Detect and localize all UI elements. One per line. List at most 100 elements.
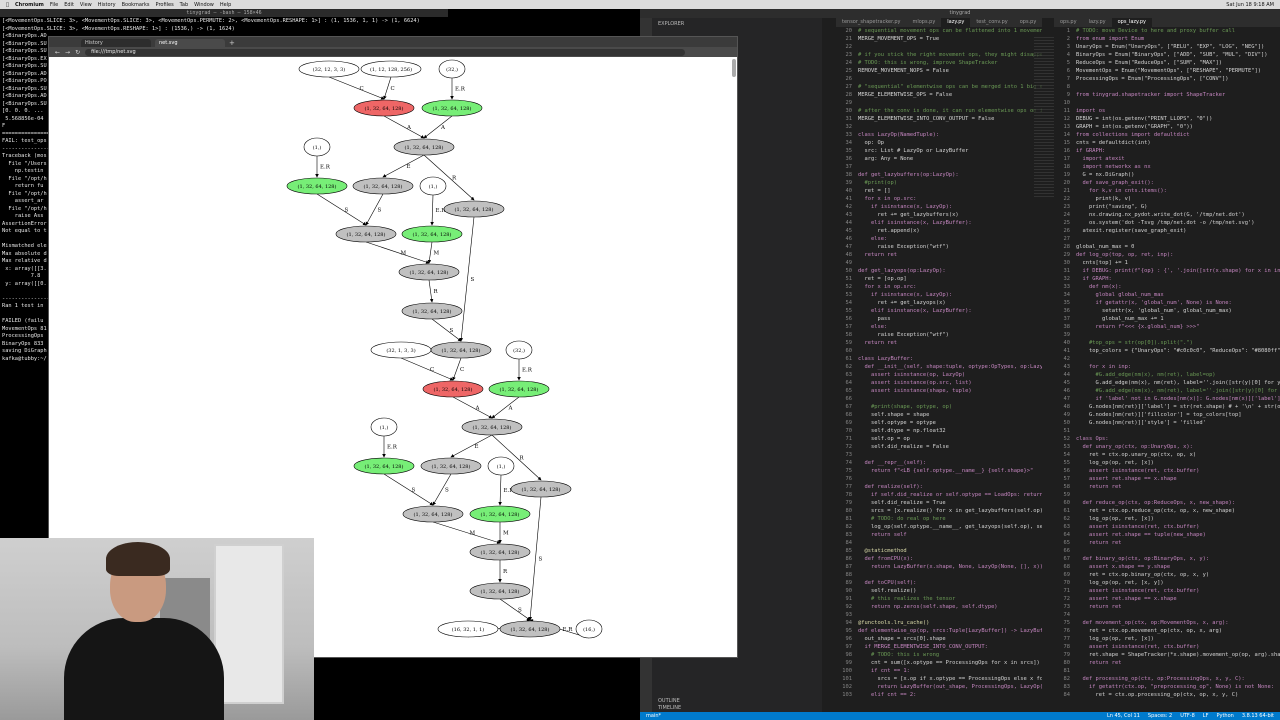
graph-node: (1, 32, 64, 128) bbox=[510, 480, 572, 498]
encoding-status[interactable]: UTF-8 bbox=[1180, 713, 1195, 719]
code-line: 97 if MERGE_ELEMENTWISE_INTO_CONV_OUTPUT… bbox=[836, 643, 1042, 651]
menu-item-tab[interactable]: Tab bbox=[176, 1, 188, 8]
graph-node-label: (32,) bbox=[513, 347, 525, 354]
editor-tab-active[interactable]: ops_lazy.py bbox=[1111, 18, 1152, 27]
line-number: 23 bbox=[845, 52, 853, 58]
code-text: def toCPU(self): bbox=[858, 580, 917, 586]
line-number: 60 bbox=[1063, 500, 1071, 506]
terminal-line: FAILED (failu bbox=[2, 318, 44, 324]
line-number: 58 bbox=[1063, 484, 1071, 490]
terminal-line: ProcessingOps bbox=[2, 333, 44, 339]
code-line: 100 if cnt == 1: bbox=[836, 667, 1042, 675]
line-number: 22 bbox=[1063, 196, 1071, 202]
menu-item-history[interactable]: History bbox=[94, 1, 116, 8]
line-number: 76 bbox=[1063, 628, 1071, 634]
menu-item-file[interactable]: File bbox=[46, 1, 58, 8]
terminal-line: Not equal to t bbox=[2, 228, 47, 234]
graph-node-label: (1, 32, 64, 128) bbox=[473, 424, 512, 431]
line-number: 69 bbox=[1063, 572, 1071, 578]
code-text: self.optype = optype bbox=[858, 420, 936, 426]
editor-tab[interactable]: tensor_shapetracker.py bbox=[842, 19, 901, 25]
code-editor-ops[interactable]: 1# TODO: move Device to here and proxy b… bbox=[1054, 27, 1280, 712]
code-text: return np.zeros(self.shape, self.dtype) bbox=[858, 604, 998, 610]
menu-item-edit[interactable]: Edit bbox=[61, 1, 74, 8]
graph-node-shape bbox=[401, 225, 463, 243]
minimap[interactable] bbox=[1034, 37, 1054, 197]
code-line: 73 return ret bbox=[1054, 603, 1280, 611]
browser-tab-history[interactable]: History bbox=[81, 39, 151, 47]
editor-tab[interactable]: test_conv.py bbox=[976, 19, 1008, 25]
line-number: 47 bbox=[1063, 396, 1071, 402]
edge-label: A bbox=[508, 406, 514, 412]
graph-node: (32, 12, 3, 3) bbox=[298, 60, 360, 78]
editor-tab[interactable]: ops.py bbox=[1060, 19, 1077, 25]
line-number: 53 bbox=[845, 292, 853, 298]
code-line: 82 def processing_op(ctx, op:ProcessingO… bbox=[1054, 675, 1280, 683]
line-number: 62 bbox=[1063, 516, 1071, 522]
editor-tab-active[interactable]: lazy.py bbox=[941, 18, 971, 27]
line-number: 27 bbox=[1063, 236, 1071, 242]
menu-app-name[interactable]: Chromium bbox=[12, 1, 44, 8]
line-number: 36 bbox=[1063, 308, 1071, 314]
code-text: ReduceOps = Enum("ReduceOps", ["SUM", "M… bbox=[1076, 60, 1223, 66]
outline-header[interactable]: OUTLINE bbox=[658, 698, 680, 704]
menu-item-help[interactable]: Help bbox=[216, 1, 231, 8]
line-number: 31 bbox=[845, 116, 853, 122]
timeline-header[interactable]: TIMELINE bbox=[658, 705, 682, 711]
editor-tabs-right: ops.py lazy.py ops_lazy.py bbox=[1054, 18, 1280, 27]
code-text: import atexit bbox=[1076, 156, 1125, 162]
outline-panel[interactable]: OUTLINE TIMELINE bbox=[652, 698, 822, 712]
editor-tab[interactable]: ops.py bbox=[1019, 19, 1037, 25]
code-text: else: bbox=[858, 324, 888, 330]
code-text: elif cnt == 2: bbox=[858, 692, 917, 698]
code-editor-lazy[interactable]: 20# sequential movement ops can be flatt… bbox=[836, 27, 1042, 712]
back-icon[interactable]: ← bbox=[55, 48, 61, 56]
menubar-clock[interactable]: Sat Jun 18 9:18 AM bbox=[1226, 1, 1274, 8]
line-number: 45 bbox=[845, 228, 853, 234]
background-door bbox=[214, 544, 284, 704]
terminal-line: Max absolute d bbox=[2, 250, 47, 257]
line-number: 14 bbox=[1063, 132, 1071, 138]
language-mode[interactable]: Python bbox=[1216, 713, 1234, 719]
code-text: class Ops: bbox=[1076, 436, 1109, 442]
line-number: 103 bbox=[842, 692, 852, 698]
line-number: 41 bbox=[845, 196, 853, 202]
apple-icon[interactable]:  bbox=[6, 2, 9, 8]
code-text: top_colors = {"UnaryOps": "#c0c0c0", "Re… bbox=[1076, 348, 1280, 354]
code-line: 77 log_op(op, ret, [x]) bbox=[1054, 635, 1280, 643]
menu-item-view[interactable]: View bbox=[76, 1, 92, 8]
code-line: 66 bbox=[1054, 547, 1280, 555]
cursor-position[interactable]: Ln 45, Col 11 bbox=[1106, 713, 1140, 719]
forward-icon[interactable]: → bbox=[65, 48, 71, 56]
scrollbar-thumb[interactable] bbox=[732, 59, 736, 77]
graph-edge bbox=[423, 115, 453, 139]
eol-status[interactable]: LF bbox=[1202, 713, 1209, 719]
code-line: 81 # TODO: do real op here bbox=[836, 515, 1042, 523]
git-branch-status[interactable]: main* bbox=[646, 713, 661, 719]
browser-tab-active[interactable]: net.svg bbox=[155, 39, 225, 47]
menu-item-window[interactable]: Window bbox=[191, 1, 214, 8]
interpreter-status[interactable]: 3.8.13 64-bit bbox=[1241, 713, 1274, 719]
line-number: 25 bbox=[1063, 220, 1071, 226]
address-bar[interactable]: file:///tmp/net.svg bbox=[85, 48, 686, 56]
line-number: 38 bbox=[1063, 324, 1071, 330]
graph-node: (1, 32, 64, 128) bbox=[286, 177, 348, 195]
line-number: 65 bbox=[845, 388, 853, 394]
code-line: 20 def save_graph_exit(): bbox=[1054, 179, 1280, 187]
line-number: 27 bbox=[845, 84, 853, 90]
indentation-status[interactable]: Spaces: 2 bbox=[1147, 713, 1173, 719]
code-line: 25 os.system('dot -Tsvg /tmp/net.dot -o … bbox=[1054, 219, 1280, 227]
editor-tab[interactable]: lazy.py bbox=[1088, 19, 1106, 25]
menu-item-bookmarks[interactable]: Bookmarks bbox=[118, 1, 150, 8]
terminal-output[interactable]: [<MovementOps.SLICE: 3>, <MovementOps.SL… bbox=[0, 17, 448, 364]
line-number: 44 bbox=[845, 220, 853, 226]
code-line: 59 bbox=[1054, 491, 1280, 499]
code-text: def get_lazybuffers(op:LazyOp): bbox=[858, 172, 959, 178]
reload-icon[interactable]: ↻ bbox=[75, 48, 81, 56]
code-line: 72 self.did_realize = False bbox=[836, 443, 1042, 451]
editor-tab[interactable]: mlops.py bbox=[912, 19, 936, 25]
new-tab-icon[interactable]: + bbox=[229, 39, 235, 47]
menu-item-profiles[interactable]: Profiles bbox=[152, 1, 174, 8]
line-number: 55 bbox=[1063, 460, 1071, 466]
